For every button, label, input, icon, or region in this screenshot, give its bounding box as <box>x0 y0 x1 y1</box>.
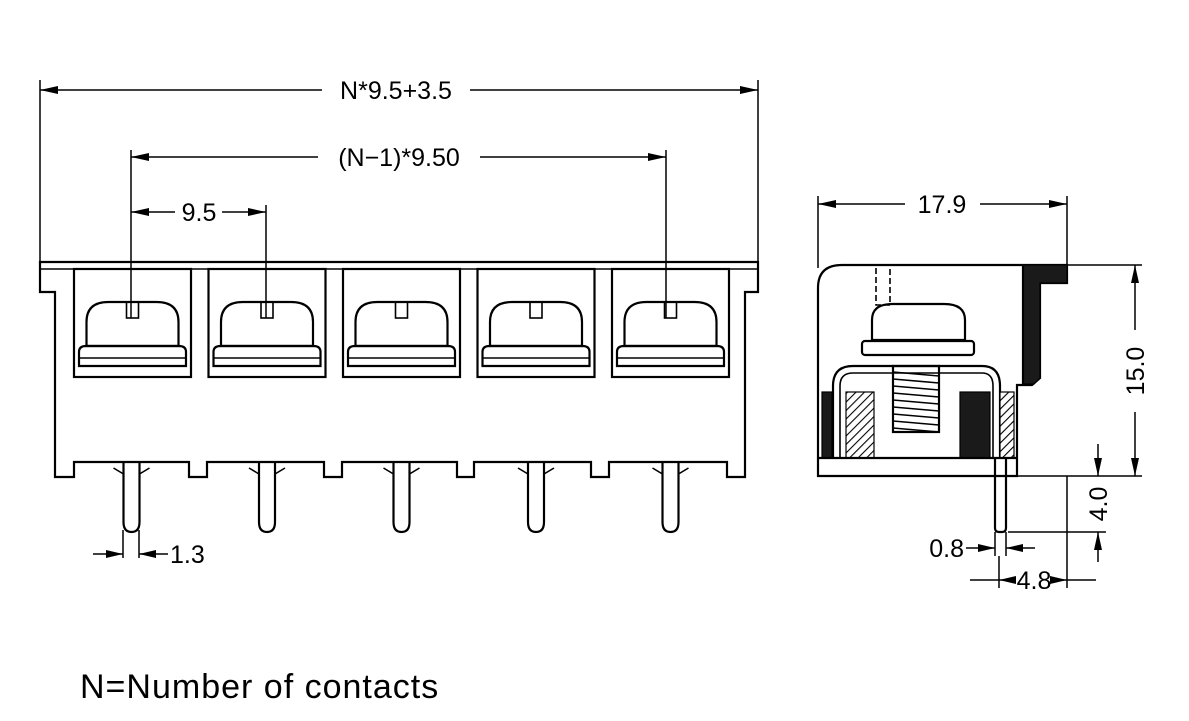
contact-cell-frame <box>476 267 596 379</box>
contact-cell <box>610 267 731 379</box>
pin-offset-label: 4.8 <box>1017 567 1052 595</box>
dim-pitch-span: (N−1)*9.50 <box>130 144 667 318</box>
contact-pin <box>526 462 546 534</box>
side-screw-head <box>870 302 967 342</box>
dim-pin-offset: 4.8 <box>970 476 1096 595</box>
front-body-outline <box>38 260 760 479</box>
contact-cell <box>341 267 462 379</box>
dim-pin-width-front: 1.3 <box>93 530 205 569</box>
contact-cell-frame <box>207 267 327 379</box>
contact-pin <box>257 462 277 534</box>
screw-head <box>85 300 180 348</box>
contact-cell-frame <box>72 267 193 379</box>
pitch-label: 9.5 <box>182 199 217 227</box>
side-pin <box>993 458 1008 534</box>
side-washer <box>860 339 976 357</box>
pin-width-front-label: 1.3 <box>170 541 205 569</box>
contact-pin <box>122 462 141 534</box>
side-screw-hole <box>875 264 891 306</box>
screw-slot <box>663 301 678 319</box>
front-contact-cells <box>72 267 731 379</box>
overall-length-label: N*9.5+3.5 <box>340 77 452 105</box>
side-screw-thread-lines <box>892 371 940 433</box>
dim-pin-width-side: 0.8 <box>929 532 1035 563</box>
screw-slot <box>394 301 409 319</box>
side-screw-thread <box>891 364 941 434</box>
washer <box>346 344 457 368</box>
side-view <box>816 263 1069 534</box>
dim-side-depth: 17.9 <box>817 191 1068 268</box>
side-right-dark <box>959 391 991 459</box>
pin-length-label: 4.0 <box>1085 487 1113 522</box>
height-label: 15.0 <box>1122 347 1150 396</box>
screw-head <box>219 300 315 348</box>
screw-slot <box>260 301 274 319</box>
dim-overall-length: N*9.5+3.5 <box>39 77 759 262</box>
screw-head <box>354 300 449 348</box>
front-view <box>38 260 760 534</box>
side-right-hatch <box>999 391 1015 459</box>
pin-width-side-label: 0.8 <box>929 535 964 563</box>
contact-cell-frame <box>341 267 462 379</box>
front-pins <box>113 462 689 534</box>
contact-pin <box>392 462 411 534</box>
screw-slot <box>125 301 140 319</box>
dim-pin-length: 4.0 <box>1008 444 1113 562</box>
screw-slot <box>529 301 543 319</box>
side-top-dark-block <box>1022 264 1068 385</box>
dim-pitch: 9.5 <box>131 199 267 318</box>
contact-pin <box>661 462 680 534</box>
screw-head <box>488 300 584 348</box>
side-left-hatch <box>845 391 875 459</box>
screw-head <box>623 300 718 348</box>
washer <box>77 344 188 368</box>
side-left-dark <box>821 391 833 459</box>
pitch-span-label: (N−1)*9.50 <box>338 144 460 172</box>
contact-cell <box>207 267 327 379</box>
washer <box>212 344 322 368</box>
contact-cell <box>476 267 596 379</box>
side-depth-label: 17.9 <box>918 191 967 219</box>
contact-cell <box>72 267 193 379</box>
contacts-note: N=Number of contacts <box>80 668 439 706</box>
dim-height: 15.0 <box>1017 264 1150 477</box>
washer <box>615 344 726 368</box>
contact-cell-frame <box>610 267 731 379</box>
washer <box>481 344 591 368</box>
